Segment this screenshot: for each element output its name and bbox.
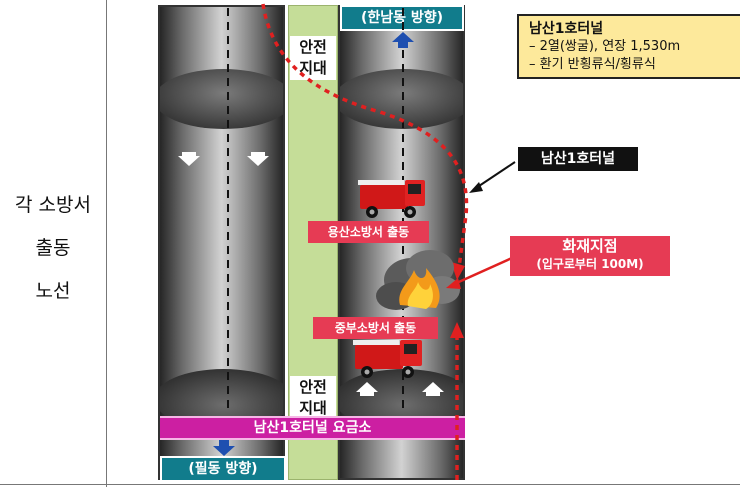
table-column-divider [106, 0, 107, 487]
fire-truck-icon [353, 340, 422, 378]
toll-booth-bar: 남산1호터널 요금소 [160, 416, 465, 440]
arrow-up-icon [422, 382, 444, 396]
info-box-line-length: – 2열(쌍굴), 연장 1,530m [529, 39, 681, 54]
tunnel-left-portal-top [160, 69, 283, 129]
direction-arrow-up-icon [392, 32, 414, 48]
direction-label-pildong: (필동 방향) [160, 456, 286, 482]
table-bottom-border [0, 484, 740, 485]
route-arrow-icon [451, 262, 465, 280]
dispatch-label-jungbu: 중부소방서 출동 [313, 317, 438, 339]
row-header-line-3: 노선 [35, 280, 71, 302]
info-box-line-ventilation: – 환기 반횡류식/횡류식 [529, 57, 656, 72]
fire-point-detail: (입구로부터 100M) [536, 257, 644, 271]
pointer-arrow-fire [451, 256, 513, 287]
safety-zone-label-bottom: 안전 지대 [290, 376, 336, 420]
fire-smoke-icon [376, 250, 460, 310]
fire-point-label: 화재지점 (입구로부터 100M) [510, 236, 670, 276]
pointer-arrowhead-icon [469, 182, 483, 193]
row-header-line-1: 각 소방서 [15, 194, 91, 216]
info-box-title: 남산1호터널 [529, 21, 604, 37]
arrow-down-icon [247, 152, 269, 166]
direction-arrow-down-icon [213, 440, 235, 456]
pointer-arrowhead-icon [446, 278, 461, 289]
row-header-line-2: 출동 [35, 237, 71, 259]
dispatch-label-yongsan: 용산소방서 출동 [308, 221, 429, 243]
fire-truck-icon [358, 180, 425, 218]
route-arrow-icon [450, 322, 464, 338]
tunnel-info-box: 남산1호터널 – 2열(쌍굴), 연장 1,530m – 환기 반횡류식/횡류식 [517, 14, 740, 79]
row-header-cell: 각 소방서 출동 노선 [0, 0, 106, 487]
fire-point-title: 화재지점 [562, 237, 618, 255]
route-yongsan [261, 3, 469, 276]
arrow-down-icon [178, 152, 200, 166]
safety-zone-label-top: 안전 지대 [290, 36, 336, 80]
tunnel-name-label: 남산1호터널 [518, 147, 638, 171]
arrow-up-icon [356, 382, 378, 396]
